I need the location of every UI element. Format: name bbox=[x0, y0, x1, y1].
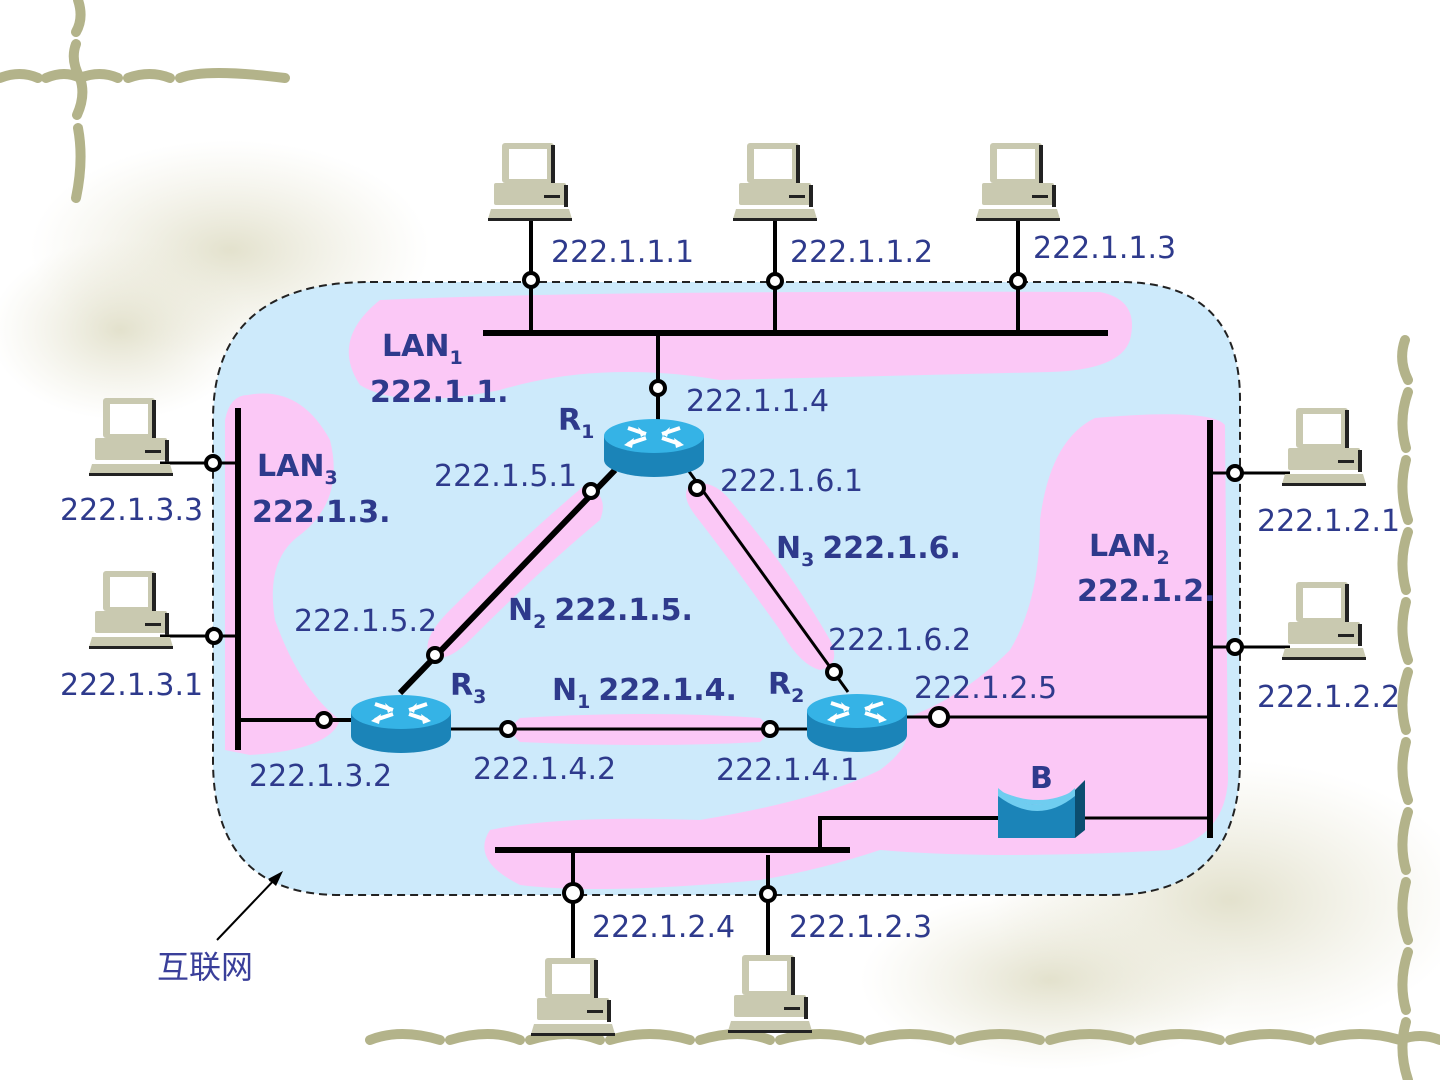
lan1-prefix: 222.1.1. bbox=[370, 375, 509, 410]
n3-link bbox=[686, 469, 850, 693]
ip-label: 222.1.2.4 bbox=[592, 910, 735, 945]
host-icon[interactable] bbox=[1282, 408, 1366, 486]
iface-222-1-5-1 bbox=[582, 482, 600, 500]
bridge-label: B bbox=[1030, 761, 1053, 796]
ip-label: 222.1.3.2 bbox=[249, 759, 392, 794]
iface-222-1-3-3 bbox=[204, 454, 222, 472]
lan1-highlight bbox=[348, 291, 1132, 399]
host-icon[interactable] bbox=[1282, 582, 1366, 660]
lan3-highlight bbox=[225, 393, 340, 755]
iface-222-1-6-1 bbox=[688, 479, 706, 497]
ip-label: 222.1.2.3 bbox=[789, 910, 932, 945]
iface-222-1-2-5 bbox=[928, 706, 950, 728]
ip-label: 222.1.5.2 bbox=[294, 604, 437, 639]
lan2-prefix: 222.1.2. bbox=[1077, 574, 1216, 609]
router-icon[interactable] bbox=[805, 692, 909, 754]
ip-label: 222.1.2.5 bbox=[914, 671, 1057, 706]
router-labels: R1 R3 R2 B bbox=[450, 403, 1053, 796]
host-icon[interactable] bbox=[733, 143, 817, 221]
iface-222-1-2-1 bbox=[1226, 464, 1244, 482]
r2-label: R2 bbox=[768, 667, 804, 707]
ip-label: 222.1.6.2 bbox=[828, 623, 971, 658]
host-icon[interactable] bbox=[728, 955, 812, 1033]
host-icon[interactable] bbox=[976, 143, 1060, 221]
iface-222-1-2-2 bbox=[1226, 638, 1244, 656]
host-icon[interactable] bbox=[531, 958, 615, 1036]
lan2-label: LAN2 bbox=[1089, 529, 1170, 569]
lan2-highlight bbox=[484, 414, 1228, 889]
iface-222-1-5-2 bbox=[426, 646, 444, 664]
iface-222-1-2-3 bbox=[759, 885, 777, 903]
iface-222-1-3-1 bbox=[205, 627, 223, 645]
ip-label: 222.1.4.1 bbox=[716, 753, 859, 788]
iface-222-1-2-4 bbox=[562, 882, 584, 904]
ip-labels: 222.1.1.1 222.1.1.2 222.1.1.3 222.1.1.4 … bbox=[60, 231, 1400, 945]
iface-222-1-1-2 bbox=[766, 272, 784, 290]
ip-label: 222.1.3.1 bbox=[60, 668, 203, 703]
iface-222-1-1-4 bbox=[649, 379, 667, 397]
bridge-icon[interactable] bbox=[998, 780, 1085, 838]
r1-label: R1 bbox=[558, 403, 594, 443]
lan2-segment bbox=[495, 420, 1290, 965]
ip-label: 222.1.1.4 bbox=[686, 384, 829, 419]
ip-label: 222.1.6.1 bbox=[720, 464, 863, 499]
lan3-segment bbox=[160, 408, 355, 750]
router-icon[interactable] bbox=[602, 417, 706, 479]
ip-label: 222.1.4.2 bbox=[473, 752, 616, 787]
host-icon[interactable] bbox=[488, 143, 572, 221]
ip-label: 222.1.2.1 bbox=[1257, 504, 1400, 539]
lan3-prefix: 222.1.3. bbox=[252, 495, 391, 530]
iface-222-1-4-2 bbox=[499, 720, 517, 738]
internet-label: 互联网 bbox=[157, 948, 253, 986]
lan1-label: LAN1 bbox=[382, 329, 463, 369]
iface-222-1-6-2 bbox=[825, 663, 843, 681]
iface-222-1-4-1 bbox=[761, 720, 779, 738]
ip-label: 222.1.1.2 bbox=[790, 235, 933, 270]
host-icon[interactable] bbox=[89, 571, 173, 649]
iface-222-1-1-3 bbox=[1009, 272, 1027, 290]
network-labels: LAN1 222.1.1. LAN3 222.1.3. LAN2 222.1.2… bbox=[252, 329, 1216, 713]
iface-222-1-1-1 bbox=[522, 271, 540, 289]
interfaces bbox=[204, 271, 1244, 904]
internet-arrow bbox=[216, 871, 283, 941]
ip-label: 222.1.1.1 bbox=[551, 235, 694, 270]
ip-label: 222.1.3.3 bbox=[60, 493, 203, 528]
router-icon[interactable] bbox=[349, 693, 453, 755]
r3-label: R3 bbox=[450, 668, 486, 708]
lan3-label: LAN3 bbox=[257, 449, 338, 489]
iface-222-1-3-2 bbox=[315, 711, 333, 729]
ip-label: 222.1.5.1 bbox=[434, 459, 577, 494]
ip-label: 222.1.2.2 bbox=[1257, 680, 1400, 715]
ip-label: 222.1.1.3 bbox=[1033, 231, 1176, 266]
